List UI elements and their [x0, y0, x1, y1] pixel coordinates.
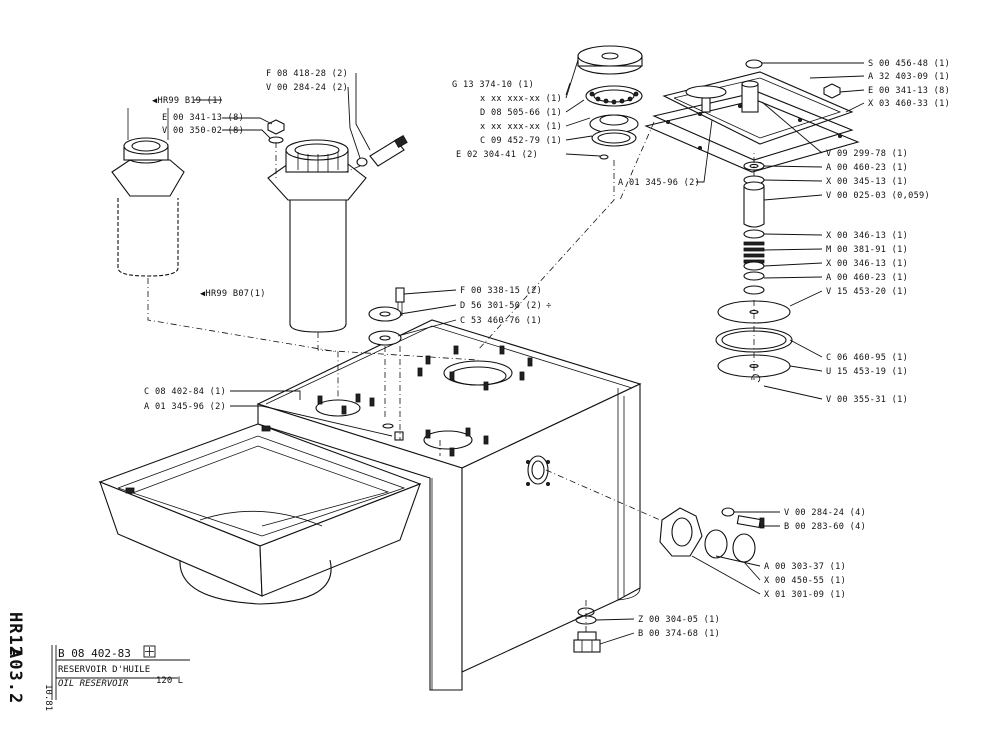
label-m-00-381-91: M 00 381-91 (1) — [826, 245, 908, 255]
label-e-00-341-13-right: E 00 341-13 (8) — [868, 86, 950, 96]
title-capacity: 120 L — [156, 676, 183, 686]
label-xx-1: x xx xxx-xx (1) — [480, 94, 562, 104]
label-v-15-453-20: V 15 453-20 (1) — [826, 287, 908, 297]
label-x-03-460-33: X 03 460-33 (1) — [868, 99, 950, 109]
label-a-00-460-23-a: A 00 460-23 (1) — [826, 163, 908, 173]
label-f-00-338-15: F 00 338-15 (2) — [460, 286, 542, 296]
label-c-08-402-84: C 08 402-84 (1) — [144, 387, 226, 397]
label-v-00-025-03: V 00 025-03 (0,059) — [826, 191, 930, 201]
title-english: OIL RESERVOIR — [58, 679, 129, 689]
label-a-00-460-23-b: A 00 460-23 (1) — [826, 273, 908, 283]
label-e-02-304-41: E 02 304-41 (2) — [456, 150, 538, 160]
label-v-00-350-02: V 00 350-02 (8) — [162, 126, 244, 136]
label-c-06-460-95: C 06 460-95 (1) — [826, 353, 908, 363]
label-a-32-403-09: A 32 403-09 (1) — [868, 72, 950, 82]
label-z-00-304-05: Z 00 304-05 (1) — [638, 615, 720, 625]
filler-chute — [98, 423, 422, 605]
bearing-stack — [577, 45, 643, 160]
leader-lines — [194, 59, 865, 645]
label-d-56-301-50: D 56 301-50 (2)÷ — [460, 301, 552, 311]
small-bolt-washer — [382, 423, 404, 441]
label-e-00-341-13-left: E 00 341-13 (8) — [162, 113, 244, 123]
top-cover-assembly — [644, 59, 860, 173]
label-hr99-b07: ◀HR99 B07(1) — [200, 289, 266, 299]
label-v-00-284-24-4: V 00 284-24 (4) — [784, 508, 866, 518]
label-v-00-355-31: V 00 355-31 (1) — [826, 395, 908, 405]
label-v-09-299-78: V 09 299-78 (1) — [826, 149, 908, 159]
label-x-00-450-55: X 00 450-55 (1) — [764, 576, 846, 586]
bolt-stack-center — [368, 287, 405, 346]
title-french: RESERVOIR D'HUILE — [58, 665, 150, 675]
oil-tank-body — [256, 319, 642, 691]
label-d-08-505-66: D 08 505-66 (1) — [480, 108, 562, 118]
title-date-code: 10.81 — [43, 684, 53, 711]
label-a-01-345-96-left: A 01 345-96 (2) — [144, 402, 226, 412]
label-f-08-418-28: F 08 418-28 (2) — [266, 69, 348, 79]
label-x-00-346-13-a: X 00 346-13 (1) — [826, 231, 908, 241]
label-x-00-345-13: X 00 345-13 (1) — [826, 177, 908, 187]
label-x-01-301-09: X 01 301-09 (1) — [764, 590, 846, 600]
label-xx-2: x xx xxx-xx (1) — [480, 122, 562, 132]
label-a-01-345-96-top: A 01 345-96 (2) — [618, 178, 700, 188]
centerlines — [147, 121, 755, 632]
side-code-a03: A03.2 — [5, 648, 25, 704]
drain-plug — [573, 615, 601, 653]
check-valve — [356, 134, 408, 167]
label-u-15-453-19: U 15 453-19 (1) — [826, 367, 908, 377]
filter-hr99-b07 — [267, 139, 367, 333]
label-b-00-283-60: B 00 283-60 (4) — [784, 522, 866, 532]
label-g-13-374-10: G 13 374-10 (1) — [452, 80, 534, 90]
filter-hr99-b19 — [111, 108, 185, 277]
label-x-00-346-13-b: X 00 346-13 (1) — [826, 259, 908, 269]
side-code-hr12: HR12 — [5, 612, 25, 657]
label-c-53-460-76: C 53 460-76 (1) — [460, 316, 542, 326]
side-port-cover — [659, 507, 765, 563]
part-labels: ◀HR99 B19 (1) E 00 341-13 (8) V 00 350-0… — [144, 59, 950, 639]
label-hr99-b19: ◀HR99 B19 (1) — [152, 96, 223, 106]
title-block: B 08 402-83 RESERVOIR D'HUILE OIL RESERV… — [5, 612, 190, 711]
label-v-00-284-24-2: V 00 284-24 (2) — [266, 83, 348, 93]
label-b-00-374-68: B 00 374-68 (1) — [638, 629, 720, 639]
title-part-number: B 08 402-83 — [58, 647, 131, 660]
label-a-00-303-37: A 00 303-37 (1) — [764, 562, 846, 572]
label-s-00-456-48: S 00 456-48 (1) — [868, 59, 950, 69]
label-c-09-452-79: C 09 452-79 (1) — [480, 136, 562, 146]
